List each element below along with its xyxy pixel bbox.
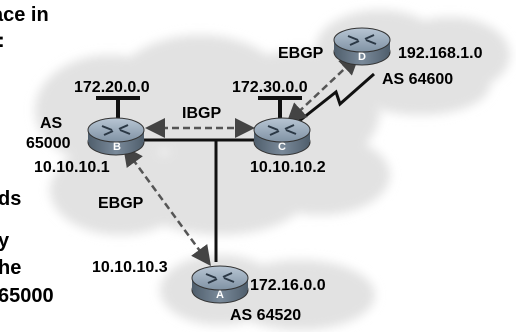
side-text-line: he [0,257,21,279]
ibgp-label: IBGP [182,105,221,122]
network-stub-b [96,96,140,118]
side-text-line: : [0,30,5,52]
ebgp-arrow-a-b [123,145,211,267]
side-text-line: y [0,230,10,252]
router-b-letter: B [113,141,121,153]
side-text-line: 65000 [0,285,54,307]
ebgp-arrow-c-d [286,54,360,124]
router-c-icon[interactable]: C [253,117,311,156]
ip-label-c: 10.10.10.2 [250,159,326,176]
ebgp-label-ab: EBGP [98,195,144,212]
router-b-icon[interactable]: B [87,117,145,156]
router-a-icon[interactable]: A [191,265,249,304]
network-label-a: 172.16.0.0 [250,277,326,294]
side-text: ace in : ds y he 65000 [0,4,54,307]
side-text-line: ace in [0,4,49,26]
router-d-letter: D [358,51,366,63]
ebgp-label-cd: EBGP [278,45,324,62]
network-label-b: 172.20.0.0 [74,79,150,96]
router-c-letter: C [278,141,286,153]
as-label-b: AS [40,115,63,132]
as-number-b: 65000 [26,135,71,152]
ip-label-b: 10.10.10.1 [34,159,110,176]
network-label-c: 172.30.0.0 [232,79,308,96]
router-a-letter: A [216,289,224,301]
network-label-d: 192.168.1.0 [398,45,483,62]
as-label-a: AS 64520 [230,307,301,324]
ip-label-a: 10.10.10.3 [92,259,168,276]
as-label-d: AS 64600 [382,71,453,88]
router-d-icon[interactable]: D [333,27,391,66]
side-text-line: ds [0,188,21,210]
